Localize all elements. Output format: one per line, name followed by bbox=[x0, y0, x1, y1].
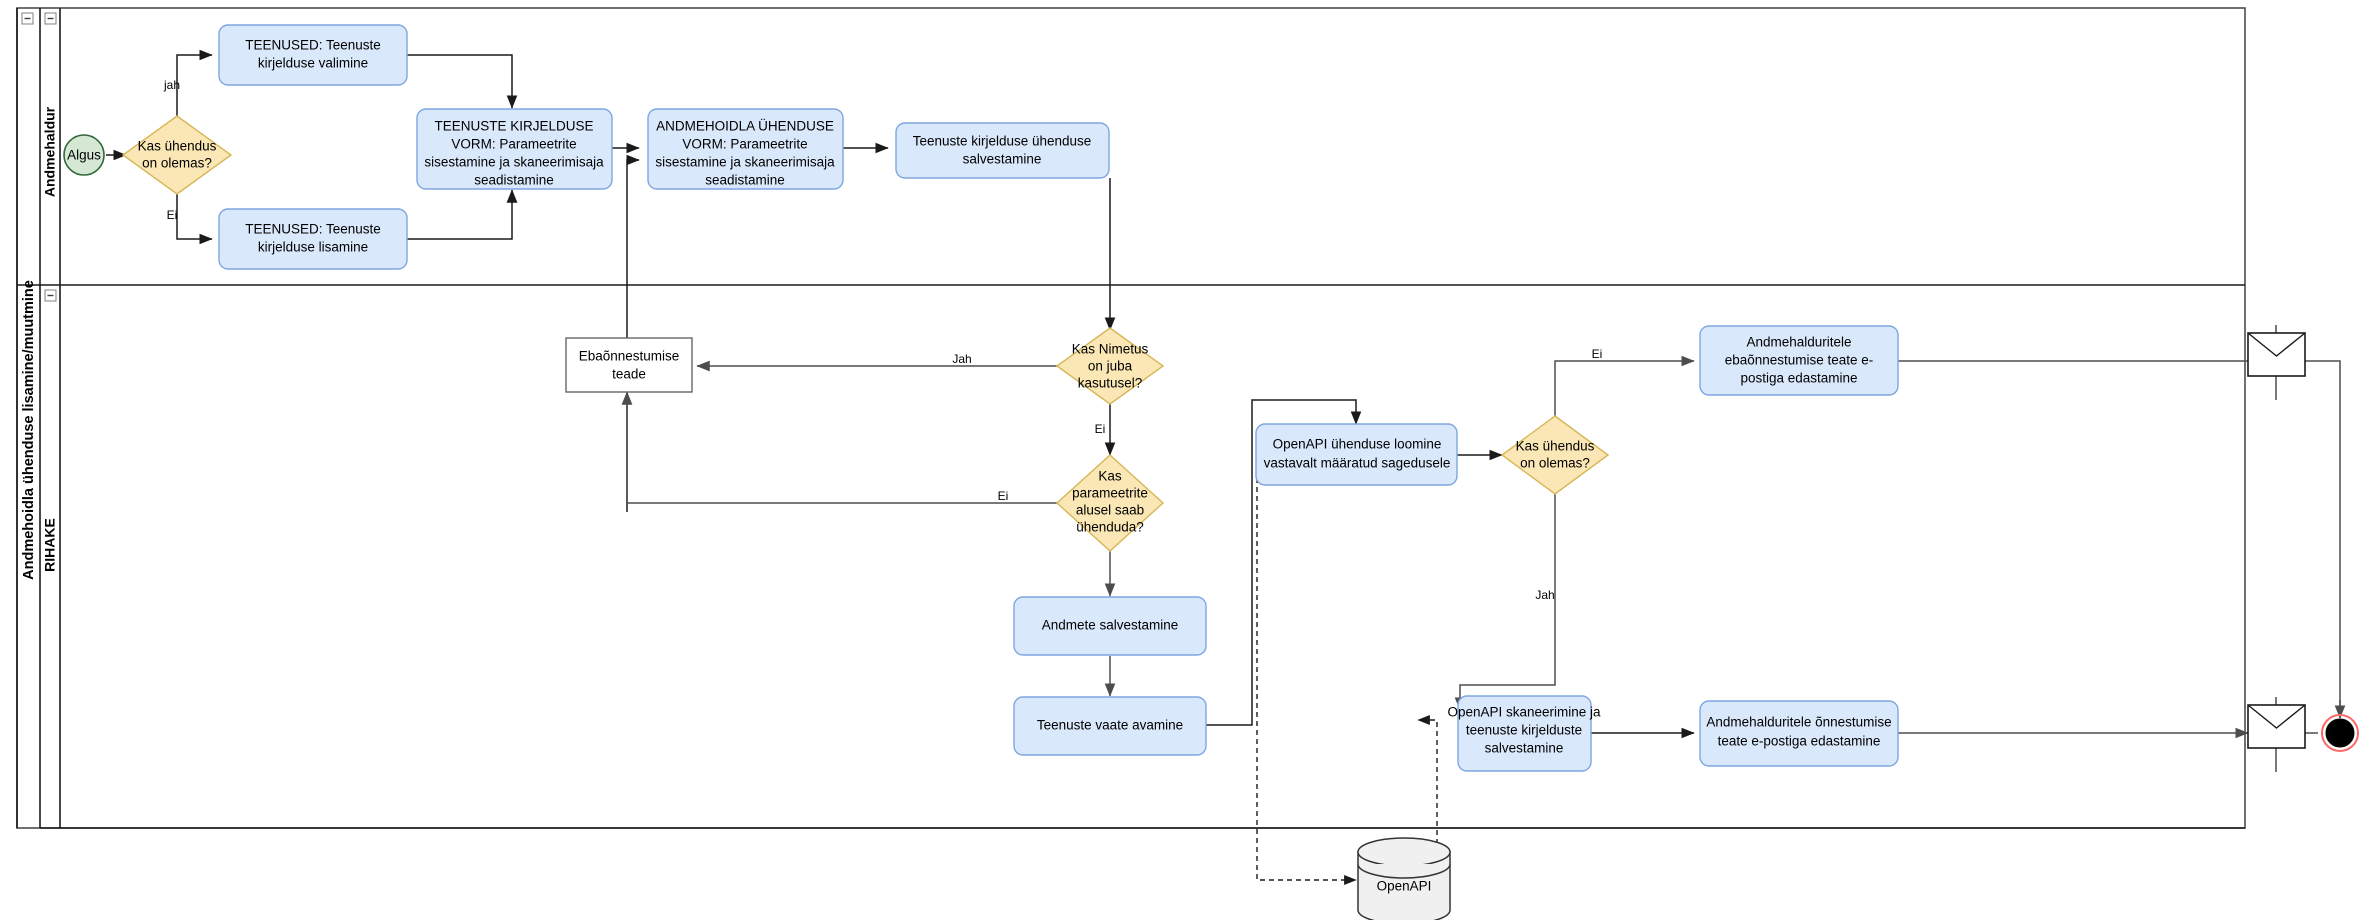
gw-top-line1: Kas ühendus bbox=[138, 139, 217, 154]
os-line2: teenuste kirjelduste bbox=[1466, 723, 1582, 738]
pool-label: Andmehoidla ühenduse lisamine/muutmine bbox=[21, 280, 37, 580]
flow-lisamine-to-vorm bbox=[407, 189, 518, 240]
pool-collapse-toggle[interactable] bbox=[21, 12, 34, 25]
node-gateway-connection-top[interactable]: Kas ühendus on olemas? bbox=[121, 115, 233, 195]
et-line2: teade bbox=[612, 367, 646, 382]
openapi-datastore-label: OpenAPI bbox=[1377, 879, 1432, 894]
node-onnestumise-email[interactable]: Andmehalduritele õnnestumise teate e-pos… bbox=[1699, 700, 1899, 767]
gwp-line3: alusel saab bbox=[1076, 503, 1144, 518]
node-gateway-parameetrite-alusel[interactable]: Kas parameetrite alusel saab ühenduda? bbox=[1055, 454, 1165, 552]
tva-line1: Teenuste vaate avamine bbox=[1037, 718, 1183, 733]
teenused-lisamine-line2: kirjelduse lisamine bbox=[258, 240, 368, 255]
gwn-line2: on juba bbox=[1088, 359, 1133, 374]
flow-envelope-top-to-end bbox=[2305, 360, 2341, 718]
node-openapi-datastore[interactable]: OpenAPI bbox=[1357, 837, 1451, 920]
ks-line2: salvestamine bbox=[963, 152, 1042, 167]
auv-line3: sisestamine ja skaneerimisaja bbox=[655, 155, 835, 170]
flow-valimine-to-vorm bbox=[407, 54, 518, 109]
node-teenuste-kirjelduse-vorm[interactable]: TEENUSTE KIRJELDUSE VORM: Parameetrite s… bbox=[416, 108, 613, 190]
teenused-valimine-line1: TEENUSED: Teenuste bbox=[245, 38, 381, 53]
edge-label-jah-connection: Jah bbox=[1535, 588, 1554, 602]
node-gateway-connection-bottom[interactable]: Kas ühendus on olemas? bbox=[1500, 415, 1610, 495]
ks-line1: Teenuste kirjelduse ühenduse bbox=[913, 134, 1092, 149]
oul-line2: vastavalt määratud sagedusele bbox=[1264, 456, 1451, 471]
gwp-line4: ühenduda? bbox=[1076, 520, 1144, 535]
gw-top-line2: on olemas? bbox=[142, 156, 212, 171]
ee-line2: ebaõnnestumise teate e- bbox=[1725, 353, 1874, 368]
auv-line2: VORM: Parameetrite bbox=[682, 137, 807, 152]
edge-label-ei-parameetrid: Ei bbox=[998, 489, 1009, 503]
tkv-line2: VORM: Parameetrite bbox=[451, 137, 576, 152]
flow-gateway-ei bbox=[176, 185, 213, 245]
lane-label-rihake-group: RIHAKE bbox=[42, 518, 58, 572]
node-gateway-nimetus-kasutusel[interactable]: Kas Nimetus on juba kasutusel? bbox=[1055, 327, 1165, 405]
as-line1: Andmete salvestamine bbox=[1042, 618, 1179, 633]
node-teenused-valimine[interactable]: TEENUSED: Teenuste kirjelduse valimine bbox=[218, 24, 408, 86]
tkv-line4: seadistamine bbox=[474, 173, 554, 188]
lane-collapse-toggle-andmehaldur[interactable] bbox=[44, 12, 57, 25]
oul-line1: OpenAPI ühenduse loomine bbox=[1273, 437, 1442, 452]
node-teenuste-vaate-avamine[interactable]: Teenuste vaate avamine bbox=[1013, 696, 1207, 756]
flow-parameetrid-ei bbox=[621, 391, 1057, 504]
lane-label-andmehaldur: Andmehaldur bbox=[42, 106, 58, 197]
flow-return-to-andmehoidla bbox=[626, 154, 640, 512]
oe-line1: Andmehalduritele õnnestumise bbox=[1706, 715, 1891, 730]
flow-gateway-jah bbox=[176, 49, 213, 125]
edge-label-jah-nimetus: Jah bbox=[952, 352, 971, 366]
oe-line2: teate e-postiga edastamine bbox=[1718, 734, 1881, 749]
edge-label-ei-top: Ei bbox=[167, 208, 178, 222]
gwc-line2: on olemas? bbox=[1520, 456, 1590, 471]
assoc-datastore-to-skaneerimine bbox=[1417, 714, 1438, 880]
os-line1: OpenAPI skaneerimine ja bbox=[1447, 705, 1601, 720]
et-line1: Ebaõnnestumise bbox=[579, 349, 680, 364]
node-andmete-salvestamine[interactable]: Andmete salvestamine bbox=[1013, 596, 1207, 656]
gwn-line3: kasutusel? bbox=[1078, 376, 1143, 391]
auv-line4: seadistamine bbox=[705, 173, 785, 188]
gwc-line1: Kas ühendus bbox=[1516, 439, 1595, 454]
node-start[interactable]: Algus bbox=[63, 134, 105, 176]
node-ebaonnestumise-email[interactable]: Andmehalduritele ebaõnnestumise teate e-… bbox=[1699, 325, 1899, 396]
flow-connection-jah bbox=[1454, 494, 1556, 711]
auv-line1: ANDMEHOIDLA ÜHENDUSE bbox=[656, 119, 834, 134]
gwp-line2: parameetrite bbox=[1072, 486, 1148, 501]
node-ebaonnestumise-teade[interactable]: Ebaõnnestumise teade bbox=[565, 337, 693, 393]
node-openapi-skaneerimine[interactable]: OpenAPI skaneerimine ja teenuste kirjeld… bbox=[1447, 695, 1601, 772]
tkv-line3: sisestamine ja skaneerimisaja bbox=[424, 155, 604, 170]
gwn-line1: Kas Nimetus bbox=[1072, 342, 1149, 357]
assoc-loomine-to-datastore bbox=[1256, 442, 1357, 886]
lane-collapse-toggle-rihake[interactable] bbox=[44, 289, 57, 302]
node-end-event[interactable] bbox=[2321, 714, 2359, 752]
edge-label-ei-connection: Ei bbox=[1592, 347, 1603, 361]
node-teenused-lisamine[interactable]: TEENUSED: Teenuste kirjelduse lisamine bbox=[218, 208, 408, 270]
pool-container bbox=[16, 7, 2246, 829]
lane-label-rihake: RIHAKE bbox=[42, 518, 58, 572]
node-message-end-top[interactable] bbox=[2247, 332, 2306, 377]
os-line3: salvestamine bbox=[1485, 741, 1564, 756]
flows-bottom-lane bbox=[621, 325, 2346, 886]
pool-label-group: Andmehoidla ühenduse lisamine/muutmine bbox=[21, 280, 37, 580]
ee-line3: postiga edastamine bbox=[1740, 371, 1857, 386]
node-andmehoidla-uhenduse-vorm[interactable]: ANDMEHOIDLA ÜHENDUSE VORM: Parameetrite … bbox=[647, 108, 844, 190]
gwp-line1: Kas bbox=[1098, 469, 1122, 484]
node-message-end-bottom[interactable] bbox=[2247, 704, 2306, 749]
ee-line1: Andmehalduritele bbox=[1746, 335, 1851, 350]
node-start-label: Algus bbox=[67, 148, 101, 163]
tkv-line1: TEENUSTE KIRJELDUSE bbox=[434, 119, 593, 134]
teenused-lisamine-line1: TEENUSED: Teenuste bbox=[245, 222, 381, 237]
node-kirjelduse-salvestamine[interactable]: Teenuste kirjelduse ühenduse salvestamin… bbox=[895, 122, 1110, 179]
lane-label-andmehaldur-group: Andmehaldur bbox=[42, 106, 58, 197]
node-openapi-uhenduse-loomine[interactable]: OpenAPI ühenduse loomine vastavalt määra… bbox=[1255, 423, 1458, 486]
edge-label-ei-nimetus: Ei bbox=[1095, 422, 1106, 436]
teenused-valimine-line2: kirjelduse valimine bbox=[258, 56, 368, 71]
edge-label-jah-top: jah bbox=[163, 78, 180, 92]
flow-vaade-to-openapi-loomine bbox=[1203, 399, 1362, 726]
